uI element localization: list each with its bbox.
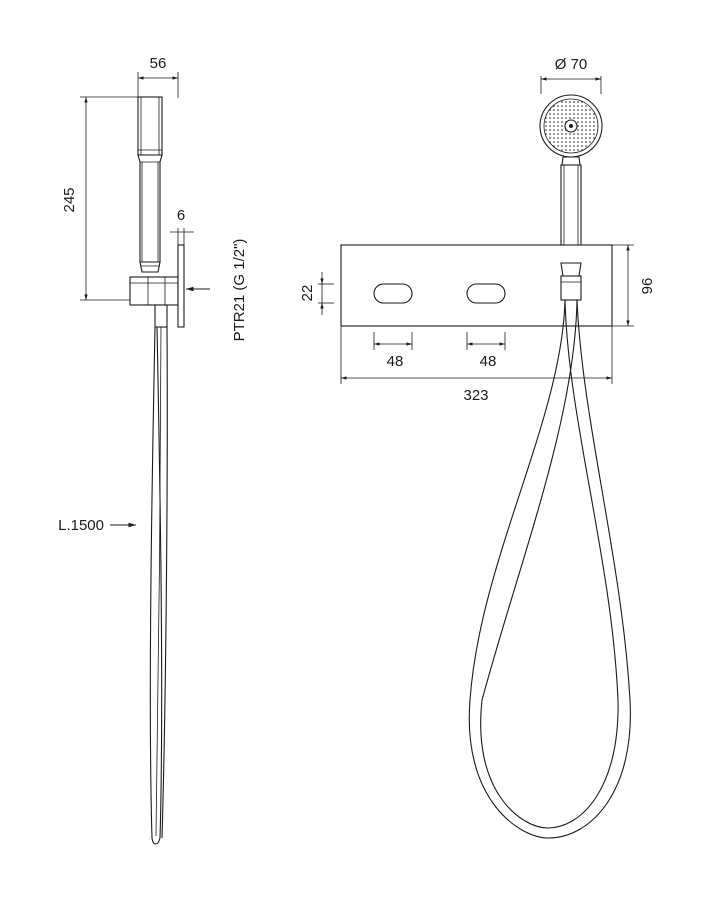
slot-left xyxy=(373,283,413,304)
slot-right xyxy=(466,283,506,304)
hose-length-label: L.1500 xyxy=(58,517,104,534)
dim-slot-left-48: 48 xyxy=(373,332,413,370)
handle-collar xyxy=(560,262,582,301)
hand-shower-side xyxy=(137,96,163,273)
dim-diameter-label: Ø 70 xyxy=(555,56,588,73)
dim-plate-6: 6 xyxy=(170,207,194,245)
front-view: Ø 70 xyxy=(299,56,656,839)
holder-side xyxy=(129,244,210,328)
dim-slot-height-label: 22 xyxy=(299,285,316,302)
shower-head xyxy=(539,94,603,158)
dim-slot-height-22: 22 xyxy=(299,272,334,315)
dim-width-label: 56 xyxy=(150,55,167,72)
dim-height-245: 245 xyxy=(61,96,138,301)
dim-height-label: 245 xyxy=(61,187,78,212)
hose-side: L.1500 xyxy=(58,304,168,845)
hose-loop xyxy=(468,299,631,839)
part-code-label: PTR21 (G 1/2") xyxy=(231,239,248,342)
dim-diameter-70: Ø 70 xyxy=(540,56,602,94)
dim-plate-height-96: 96 xyxy=(612,244,656,327)
dim-plate-length-label: 323 xyxy=(463,387,488,404)
dim-plate-height-label: 96 xyxy=(639,278,656,295)
side-view: 56 245 6 xyxy=(58,55,248,845)
dim-slot-right-48: 48 xyxy=(466,332,506,370)
dim-plate-length-323: 323 xyxy=(340,326,613,404)
dim-slot-left-label: 48 xyxy=(387,353,404,370)
dim-plate-label: 6 xyxy=(177,207,185,224)
handle-front xyxy=(560,156,582,264)
dim-slot-right-label: 48 xyxy=(480,353,497,370)
dim-width-56: 56 xyxy=(137,55,179,98)
